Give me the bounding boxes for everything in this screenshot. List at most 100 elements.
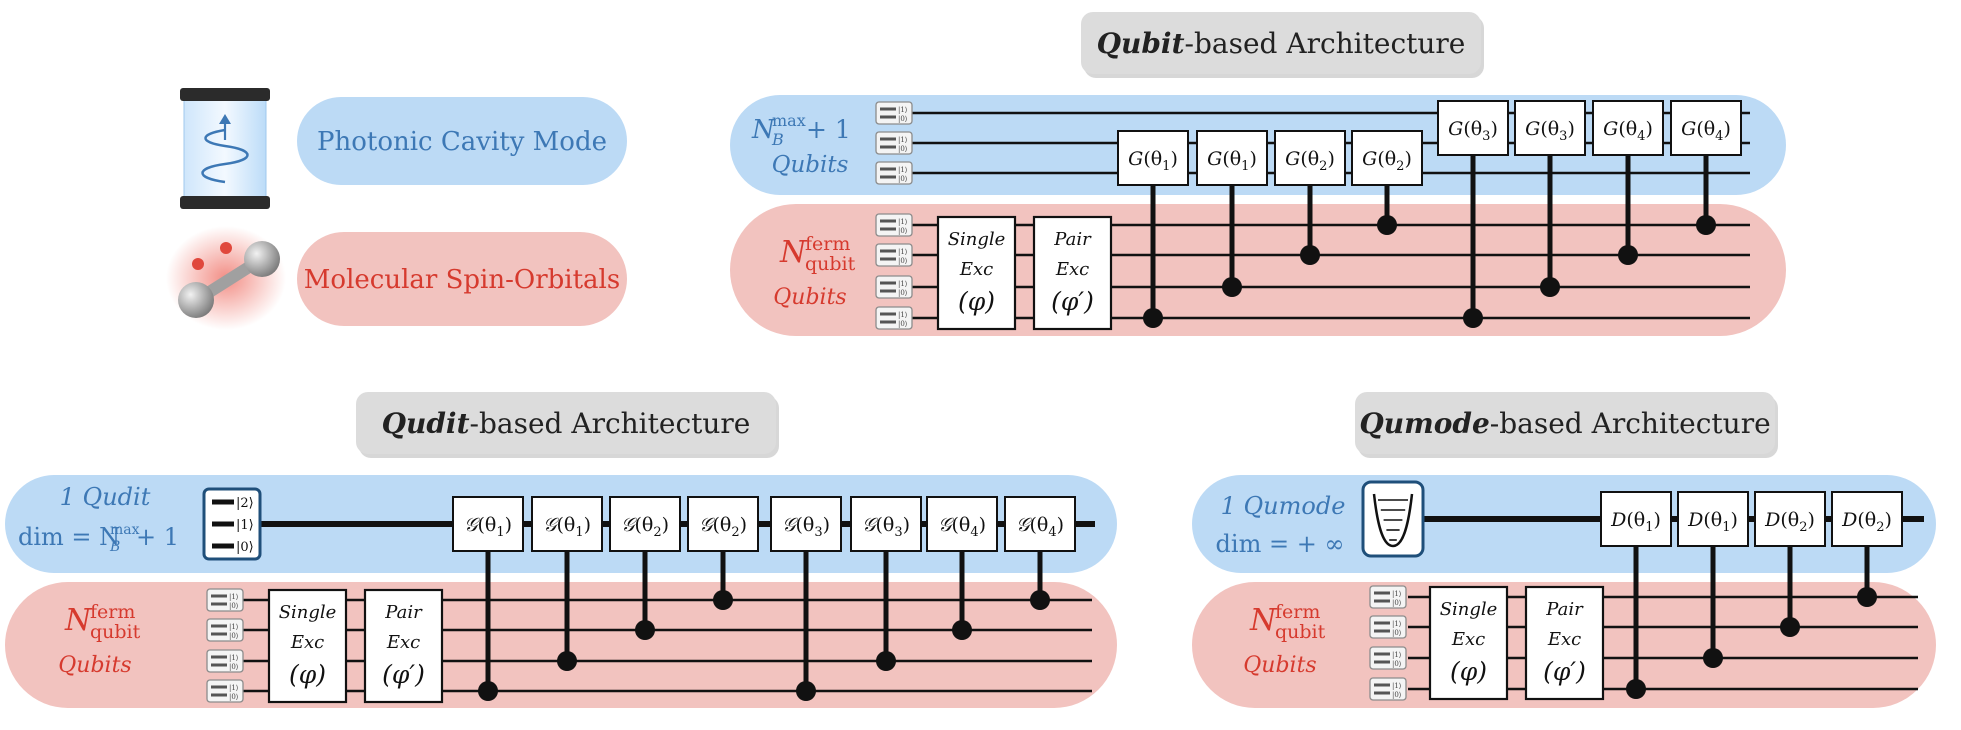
qudit-fermion-icon-2: |1⟩|0⟩ (206, 618, 244, 642)
qumode-pair-exc-box (1524, 585, 1605, 701)
qudit-fermion-icon-3-ket1: |1⟩ (229, 654, 239, 662)
qudit-gate-6-label: 𝒢(θ3) (862, 514, 910, 540)
qubit-fermion-icon-2-ket1: |1⟩ (898, 248, 908, 256)
legend-photonic-pill (297, 97, 627, 185)
qumode-fermion-icon-4-ket1: |1⟩ (1392, 682, 1402, 690)
qumode-pair-exc-line3: (φ′) (1543, 657, 1586, 686)
qudit-single-exc-line3: (φ) (289, 660, 326, 689)
qudit-gate-2: 𝒢(θ1) (531, 496, 603, 671)
qubit-fermion-icon-2: |1⟩|0⟩ (875, 243, 913, 267)
qubit-photon-icon-3-ket1: |1⟩ (898, 166, 908, 174)
qubit-photon-label-sub: B (771, 130, 784, 149)
qudit-gate-8-label: 𝒢(θ4) (1016, 514, 1064, 540)
qudit-fermion-icon-4: |1⟩|0⟩ (206, 679, 244, 703)
qumode-gate-2-control-dot (1703, 648, 1723, 668)
qudit-gate-1-box (452, 496, 524, 552)
qumode-single-exc-line1: Single (1440, 599, 1498, 620)
qubit-photon-icon-2: |1⟩|0⟩ (875, 131, 913, 155)
qudit-pair-exc-line2: Exc (386, 632, 420, 653)
qudit-pair-exc-line1: Pair (384, 602, 423, 623)
qudit-fermion-icon-4-ket1: |1⟩ (229, 684, 239, 692)
qudit-fermion-icon-2-ket1: |1⟩ (229, 623, 239, 631)
qubit-gate-5: G(θ3) (1437, 100, 1509, 328)
qudit-fermion-icon-2-ket0: |0⟩ (229, 632, 239, 640)
qubit-fermion-icon-4: |1⟩|0⟩ (875, 306, 913, 330)
qubit-gate-3-box (1274, 130, 1346, 186)
qubit-pair-exc-box (1032, 215, 1113, 331)
qubit-arch-title-rest: -based Architecture (1185, 27, 1466, 60)
qubit-photon-label-sup: max (772, 111, 806, 130)
qudit-gate-8: 𝒢(θ4) (1004, 496, 1076, 610)
qubit-gate-3-label: G(θ2) (1285, 148, 1335, 174)
qudit-single-exc-box (267, 588, 348, 704)
qumode-fermion-icon-2: |1⟩|0⟩ (1369, 615, 1407, 639)
qubit-single-exc-box (936, 215, 1017, 331)
qumode-arch-title (1355, 392, 1775, 454)
qudit-fermion-label-qubits: Qubits (58, 653, 131, 678)
qubit-photon-icon-2-ket1: |1⟩ (898, 136, 908, 144)
qubit-gate-2: G(θ1) (1196, 130, 1268, 297)
qumode-fermion-label-sub: qubit (1275, 621, 1326, 643)
qudit-arch-title-text: Qudit-based Architecture (382, 407, 751, 440)
qudit-gate-4-box (687, 496, 759, 552)
qumode-gate-1-box (1600, 491, 1672, 547)
qumode-gate-3-box (1754, 491, 1826, 547)
qudit-icon: |2⟩ |1⟩ |0⟩ (202, 487, 262, 561)
qudit-label-dim: dim = N (18, 523, 120, 551)
qumode-gate-3-control-dot (1780, 617, 1800, 637)
qubit-fermion-label-qubits: Qubits (773, 285, 846, 310)
qumode-gate-4-box (1831, 491, 1903, 547)
qubit-fermion-icon-1-ket1: |1⟩ (898, 218, 908, 226)
qudit-gate-5-label: 𝒢(θ3) (782, 514, 830, 540)
qudit-fermion-icon-4-ket0: |0⟩ (229, 693, 239, 701)
qumode-gate-3: D(θ2) (1754, 491, 1826, 637)
photon-arrow-head (219, 114, 231, 124)
qudit-level-1: |1⟩ (236, 518, 254, 533)
qudit-gate-4: 𝒢(θ2) (687, 496, 759, 610)
qumode-gate-3-label: D(θ2) (1764, 509, 1815, 535)
qudit-label-line1: 1 Qudit (60, 483, 151, 511)
qudit-single-exc-line2: Exc (290, 632, 324, 653)
qumode-gate-4-label: D(θ2) (1841, 509, 1892, 535)
qudit-gate-1-control-dot (478, 681, 498, 701)
qubit-photon-icon-1-ket0: |0⟩ (898, 115, 908, 123)
qumode-arch-title-bold: Qumode (1359, 407, 1489, 440)
qumode-gate-2-label: D(θ1) (1687, 509, 1738, 535)
qubit-gate-1-box (1117, 130, 1189, 186)
qudit-gate-8-box (1004, 496, 1076, 552)
qumode-potential-well (1372, 493, 1414, 548)
qumode-pair-exc-line1: Pair (1545, 599, 1584, 620)
qubit-fermion-icon-4-ket1: |1⟩ (898, 311, 908, 319)
qudit-level-2: |0⟩ (236, 540, 254, 555)
qumode-gate-2: D(θ1) (1677, 491, 1749, 668)
qubit-fermion-icon-3-ket0: |0⟩ (898, 289, 908, 297)
qubit-fermion-icon-3: |1⟩|0⟩ (875, 275, 913, 299)
qubit-photon-label-N: N (751, 115, 776, 145)
qudit-fermion-label-sub: qubit (90, 621, 141, 643)
qudit-label-sub: B (109, 539, 120, 555)
qumode-pair-exc-line2: Exc (1547, 629, 1581, 650)
photon-wave (201, 128, 249, 184)
qudit-fermion-icon-3-ket0: |0⟩ (229, 663, 239, 671)
molecule-atom-right (244, 241, 280, 277)
qudit-level-0: |2⟩ (236, 496, 254, 511)
qubit-fermion-icon-2-ket0: |0⟩ (898, 257, 908, 265)
qubit-gate-5-label: G(θ3) (1448, 118, 1498, 144)
qumode-single-exc-line2: Exc (1451, 629, 1485, 650)
electron-2 (220, 242, 232, 254)
qubit-gate-6-label: G(θ3) (1525, 118, 1575, 144)
qubit-fermion-icon-1: |1⟩|0⟩ (875, 213, 913, 237)
qubit-gate-1: G(θ1) (1117, 130, 1189, 328)
qubit-gate-4-control-dot (1377, 215, 1397, 235)
qumode-single-exc-box (1428, 585, 1509, 701)
legend-molecular-pill (297, 232, 627, 326)
qumode-fermion-icon-2-ket0: |0⟩ (1392, 629, 1402, 637)
qudit-gate-7-label: 𝒢(θ4) (938, 514, 986, 540)
